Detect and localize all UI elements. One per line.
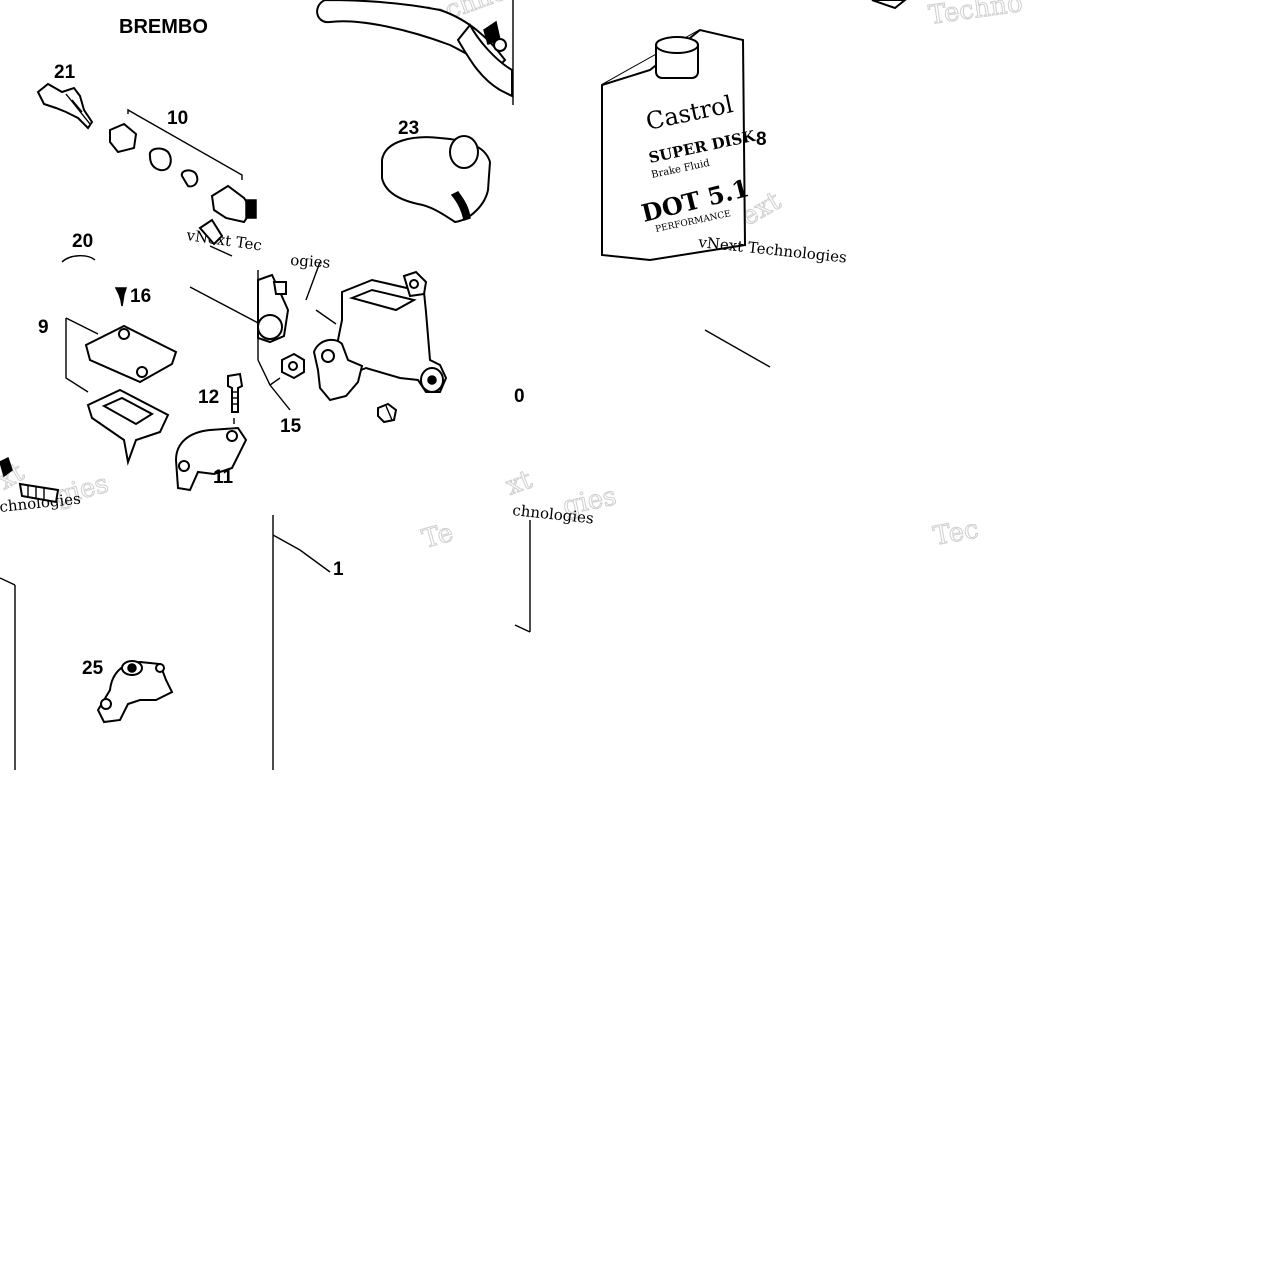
reservoir-cover-part-9: 9 xyxy=(38,317,178,466)
callout-0: 0 xyxy=(514,386,525,407)
brake-lever-part xyxy=(316,0,513,98)
callout-21: 21 xyxy=(54,62,76,83)
callout-8: 8 xyxy=(756,129,767,150)
bleed-screw-part-21: 21 xyxy=(36,62,94,130)
callout-23: 23 xyxy=(398,118,419,139)
part-20: 20 xyxy=(61,218,233,263)
watermark-text: vNext Tec xyxy=(184,226,263,255)
callout-1-group: 1 xyxy=(272,534,344,580)
clamp-part-11: 11 xyxy=(174,426,248,492)
piston-kit-part-10: 10 xyxy=(109,108,257,224)
callout-20: 20 xyxy=(72,231,93,252)
ghost-watermark: Tec xyxy=(931,514,981,551)
brake-fluid-can-part-8: Castrol SUPER DISK Brake Fluid DOT 5.1 P… xyxy=(601,28,767,262)
watermark-text: vNext Technologies xyxy=(697,233,848,267)
clamp-part-25: 25 xyxy=(82,658,174,724)
lever-bracket-part-23: 23 xyxy=(381,118,492,224)
ghost-watermark: Techno xyxy=(927,0,1025,31)
brand-label: BREMBO xyxy=(119,16,208,38)
part-fragment xyxy=(871,0,907,10)
master-cylinder-body: 15 0 xyxy=(189,261,525,437)
watermark-text: ogies xyxy=(290,251,331,272)
callout-25: 25 xyxy=(82,658,104,679)
callout-11: 11 xyxy=(213,467,234,488)
callout-10: 10 xyxy=(167,108,188,129)
ghost-watermark: Te xyxy=(419,518,456,555)
ghost-watermark: xt xyxy=(502,465,536,502)
spring-fragment xyxy=(0,456,60,504)
screw-part-16: 16 xyxy=(114,286,151,307)
tile-frame-lines xyxy=(0,0,771,770)
bolt-part-12: 12 xyxy=(198,372,244,424)
callout-16: 16 xyxy=(130,286,151,307)
callout-9: 9 xyxy=(38,317,49,338)
callout-12: 12 xyxy=(198,387,219,408)
callout-15: 15 xyxy=(280,416,302,437)
callout-1: 1 xyxy=(333,559,344,580)
